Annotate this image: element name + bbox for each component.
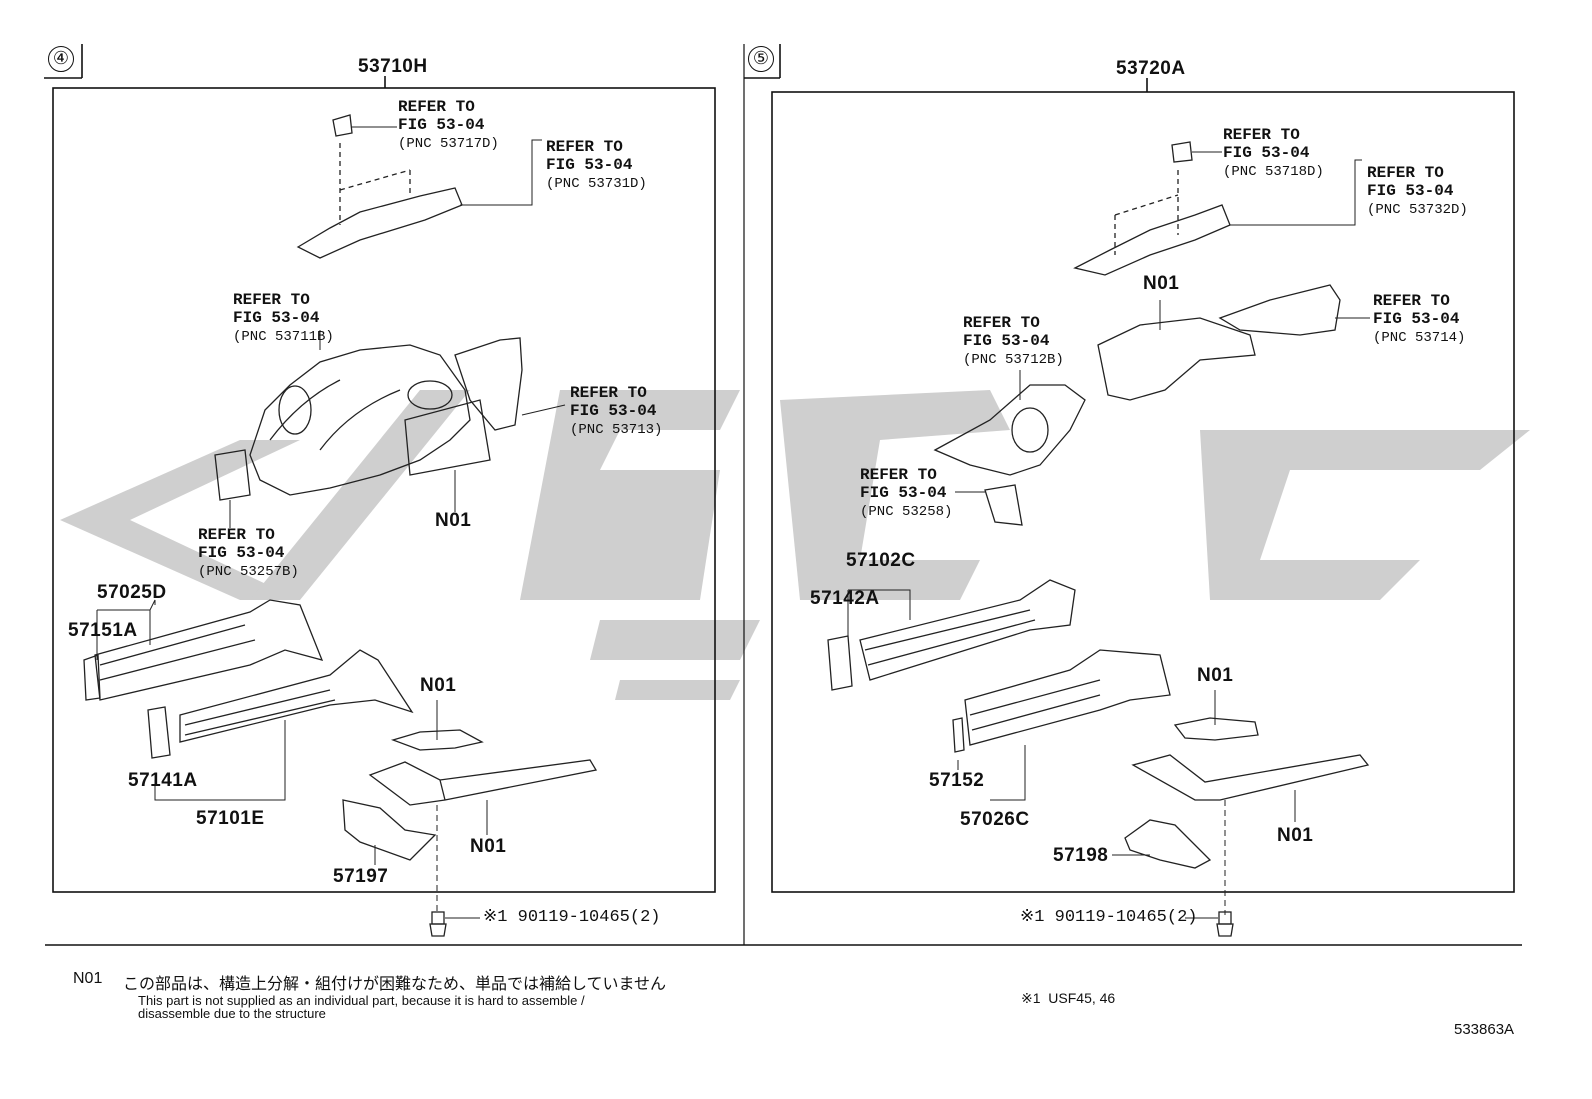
panel-5-bolt-label: ※1 90119-10465(2) xyxy=(1020,908,1198,927)
panel-5-frame xyxy=(771,91,1515,893)
ref-line2: FIG 53-04 xyxy=(963,332,1050,350)
ref-line2: FIG 53-04 xyxy=(860,484,947,502)
ref-pnc: (PNC 53718D) xyxy=(1223,164,1324,180)
panel-5-ref-53718D: REFER TO FIG 53-04 (PNC 53718D) xyxy=(1223,126,1324,181)
panel-5-part-n01-plate: N01 xyxy=(1197,665,1234,686)
ref-line1: REFER TO xyxy=(233,291,310,309)
panel-4-leaders xyxy=(96,126,566,919)
ref-line2: FIG 53-04 xyxy=(546,156,633,174)
footer-code: N01 xyxy=(73,970,103,987)
ref-pnc: (PNC 53711B) xyxy=(233,329,334,345)
ref-line2: FIG 53-04 xyxy=(1367,182,1454,200)
panel-5-ref-53714: REFER TO FIG 53-04 (PNC 53714) xyxy=(1373,292,1465,347)
ref-line2: FIG 53-04 xyxy=(233,309,320,327)
bolt-icon-right xyxy=(1216,911,1234,937)
panel-5-part-57026C: 57026C xyxy=(960,809,1030,830)
panel-4-ref-53731D: REFER TO FIG 53-04 (PNC 53731D) xyxy=(546,138,647,193)
footer-note-en-1: This part is not supplied as an individu… xyxy=(138,993,585,1008)
panel-4-frame xyxy=(52,87,716,893)
ref-line1: REFER TO xyxy=(963,314,1040,332)
panel-5-part-57152: 57152 xyxy=(929,770,985,791)
ref-pnc: (PNC 53714) xyxy=(1373,330,1466,346)
panel-5-assembly-number: 53720A xyxy=(1116,58,1186,79)
panel-4-part-n01-apron: N01 xyxy=(435,510,472,531)
ref-line1: REFER TO xyxy=(546,138,623,156)
panel-5-part-n01-apron: N01 xyxy=(1143,273,1180,294)
footer-applicability: ※1 USF45, 46 xyxy=(1021,990,1116,1006)
panel-5-parts xyxy=(827,141,1370,869)
panel-5-ref-53712B: REFER TO FIG 53-04 (PNC 53712B) xyxy=(963,314,1064,369)
ref-line1: REFER TO xyxy=(860,466,937,484)
ref-line2: FIG 53-04 xyxy=(1373,310,1460,328)
panel-5-index: ⑤ xyxy=(748,46,774,72)
ref-line2: FIG 53-04 xyxy=(1223,144,1310,162)
panel-4-ref-53257B: REFER TO FIG 53-04 (PNC 53257B) xyxy=(198,526,299,581)
panel-4-bolt-label: ※1 90119-10465(2) xyxy=(483,908,661,927)
panel-4-part-57025D: 57025D xyxy=(97,582,167,603)
ref-line1: REFER TO xyxy=(570,384,647,402)
ref-pnc: (PNC 53712B) xyxy=(963,352,1064,368)
ref-pnc: (PNC 53713) xyxy=(570,422,663,438)
footer-note-en-2: disassemble due to the structure xyxy=(138,1006,326,1021)
panel-5-part-57198: 57198 xyxy=(1053,845,1109,866)
panel-4-parts xyxy=(83,114,598,861)
panel-4-ref-53713: REFER TO FIG 53-04 (PNC 53713) xyxy=(570,384,662,439)
panel-5-part-n01-rocker: N01 xyxy=(1277,825,1314,846)
ref-pnc: (PNC 53717D) xyxy=(398,136,499,152)
panel-5-ref-53258: REFER TO FIG 53-04 (PNC 53258) xyxy=(860,466,952,521)
ref-line1: REFER TO xyxy=(1367,164,1444,182)
ref-line1: REFER TO xyxy=(1373,292,1450,310)
panel-4-assembly-number: 53710H xyxy=(358,56,428,77)
ref-line2: FIG 53-04 xyxy=(570,402,657,420)
figure-id: 533863A xyxy=(1454,1021,1515,1038)
ref-line2: FIG 53-04 xyxy=(398,116,485,134)
panel-4-part-n01-plate: N01 xyxy=(420,675,457,696)
bolt-icon-left xyxy=(429,911,447,937)
ref-line2: FIG 53-04 xyxy=(198,544,285,562)
panel-5-part-57142A: 57142A xyxy=(810,588,880,609)
ref-pnc: (PNC 53258) xyxy=(860,504,953,520)
ref-pnc: (PNC 53731D) xyxy=(546,176,647,192)
panel-4-index: ④ xyxy=(48,46,74,72)
ref-line1: REFER TO xyxy=(398,98,475,116)
panel-5-ref-53732D: REFER TO FIG 53-04 (PNC 53732D) xyxy=(1367,164,1468,219)
ref-pnc: (PNC 53257B) xyxy=(198,564,299,580)
panel-4-part-n01-rocker: N01 xyxy=(470,836,507,857)
panel-5-leaders xyxy=(847,151,1370,919)
panel-4-part-57101E: 57101E xyxy=(196,808,265,829)
panel-4-part-57197: 57197 xyxy=(333,866,389,887)
watermark-logo xyxy=(60,390,1530,700)
ref-line1: REFER TO xyxy=(198,526,275,544)
panel-4-ref-53711B: REFER TO FIG 53-04 (PNC 53711B) xyxy=(233,291,334,346)
panel-5-part-57102C: 57102C xyxy=(846,550,916,571)
panel-4-part-57151A: 57151A xyxy=(68,620,138,641)
panel-4-ref-53717D: REFER TO FIG 53-04 (PNC 53717D) xyxy=(398,98,499,153)
footer-note-jp: この部品は、構造上分解・組付けが困難なため、単品では補給していません xyxy=(123,974,667,993)
ref-pnc: (PNC 53732D) xyxy=(1367,202,1468,218)
panel-4-part-57141A: 57141A xyxy=(128,770,198,791)
ref-line1: REFER TO xyxy=(1223,126,1300,144)
